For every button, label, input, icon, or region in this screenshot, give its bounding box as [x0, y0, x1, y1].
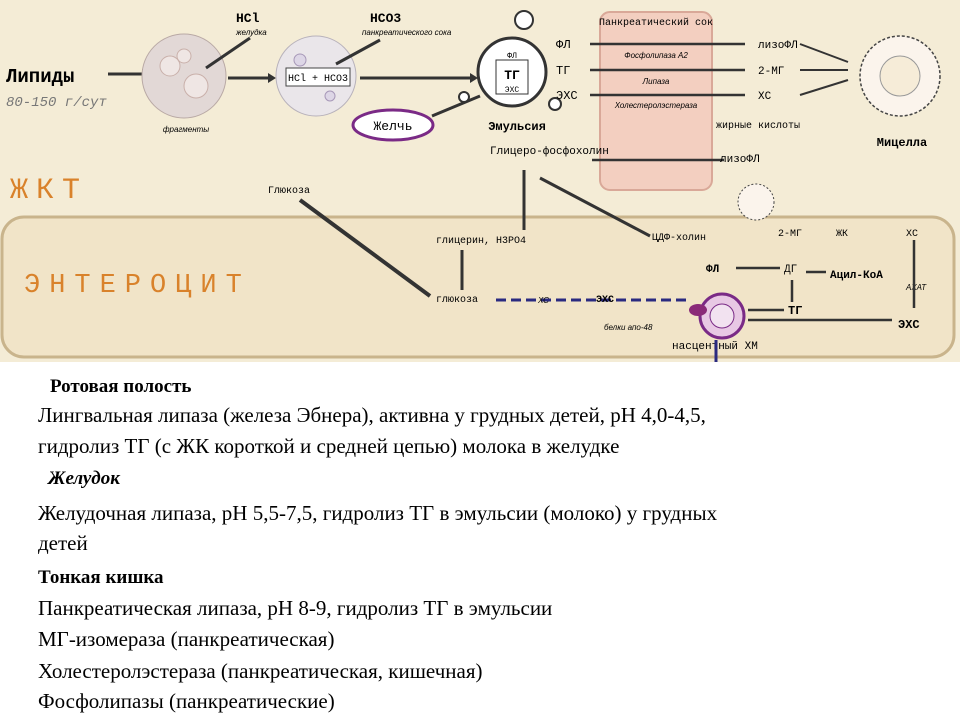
fragments-label: фрагменты	[163, 125, 209, 134]
fa-ent-label: ЖК	[836, 229, 848, 240]
oral-line-2: гидролиз ТГ (с ЖК короткой и средней цеп…	[38, 434, 620, 458]
intestine-line-4: Фосфолипазы (панкреатические)	[38, 689, 335, 713]
arrow-hcl	[205, 36, 251, 70]
small-micelle	[737, 183, 775, 221]
mg2-label: 2-МГ	[758, 66, 784, 78]
lysofl-label: лизоФЛ	[758, 40, 798, 52]
fl-ent-label: ФЛ	[706, 264, 719, 276]
bile-label: Желчь	[373, 119, 412, 134]
apo-protein	[689, 304, 707, 316]
emulsion-core	[495, 59, 529, 95]
emulsion-echs-label: ЭХС	[505, 86, 520, 95]
small-droplet	[458, 91, 470, 103]
micelle-core	[879, 55, 921, 97]
arrow-hco3	[335, 38, 381, 66]
stomach-line-2: детей	[38, 531, 88, 555]
tissue-cell	[159, 55, 181, 77]
arrow-bile	[431, 94, 481, 118]
tissue-cell	[176, 48, 192, 64]
emulsion-label: Эмульсия	[488, 120, 546, 134]
phospholipase-label: Фосфолипаза А2	[624, 51, 688, 60]
intestine-line-3: Холестеролэстераза (панкреатическая, киш…	[38, 659, 483, 683]
fl-label: ФЛ	[556, 38, 570, 52]
tg-ent-label: ТГ	[788, 304, 802, 318]
section-header-stomach: Желудок	[48, 468, 120, 489]
bile-ellipse	[351, 108, 435, 142]
glycerol-label: глицерин, H3PO4	[436, 236, 526, 247]
emulsion-fl-label: ФЛ	[507, 52, 517, 61]
micelle-label: Мицелла	[877, 136, 927, 150]
enterocyte-label: ЭНТЕРОЦИТ	[24, 271, 251, 301]
arrowhead	[268, 73, 276, 83]
cdp-choline-label: ЦДФ-холин	[652, 233, 706, 244]
echs-ent-label: ЭХС	[898, 318, 920, 332]
pancreatic-juice-panel	[599, 11, 713, 191]
hco3-sub-label: панкреатического сока	[362, 28, 452, 37]
dg-label: ДГ	[784, 264, 797, 276]
small-droplet	[514, 10, 534, 30]
echs-path-label: ЭХС	[596, 295, 614, 306]
glucose-ent-label: глюкоза	[436, 295, 478, 306]
arrow-glucose	[298, 198, 432, 298]
hcl-hco3-label: HCl + HCO3	[288, 73, 348, 85]
hcl-sub-label: желудка	[235, 28, 267, 37]
droplet	[293, 53, 307, 67]
fatty-acids-label: жирные кислоты	[716, 121, 800, 132]
cholesterol-esterase-label: Холестеролэстераза	[614, 101, 698, 110]
hs-path-label: ХС	[537, 296, 549, 305]
stomach-line-1: Желудочная липаза, pH 5,5-7,5, гидролиз …	[38, 501, 718, 525]
emulsion-tg-label: ТГ	[504, 68, 520, 83]
oral-line-1: Лингвальная липаза (железа Эбнера), акти…	[38, 403, 706, 427]
glucose-top-label: Глюкоза	[268, 186, 310, 197]
gkt-label: ЖКТ	[10, 174, 88, 208]
droplet	[324, 90, 336, 102]
lysofl-return-label: лизоФЛ	[720, 154, 760, 166]
tg-label: ТГ	[556, 64, 570, 78]
hcl-label: HCl	[236, 11, 260, 26]
hs-ent-label: ХС	[906, 229, 918, 240]
arrow-hs-micelle	[799, 79, 849, 96]
lipid-intake-label: 80-150 г/сут	[6, 95, 107, 111]
echs-label: ЭХС	[556, 89, 578, 103]
lipids-label: Липиды	[6, 66, 74, 88]
arrow-cdp-choline	[539, 176, 651, 238]
lipase-label: Липаза	[642, 77, 670, 86]
food-tissue-image	[141, 33, 227, 119]
hm-core	[709, 303, 735, 329]
glycerophosphocholine-label: Глицеро-фосфохолин	[490, 145, 609, 158]
acyl-coa-label: Ацил-КоА	[830, 270, 883, 282]
mg2-ent-label: 2-МГ	[778, 229, 802, 240]
hco3-label: HCO3	[370, 11, 401, 26]
hs-label: ХС	[758, 91, 772, 103]
small-droplet	[548, 97, 562, 111]
intestine-line-1: Панкреатическая липаза, pH 8-9, гидролиз…	[38, 596, 553, 620]
apo-label: белки апо-48	[604, 323, 653, 332]
section-header-oral: Ротовая полость	[50, 376, 192, 397]
tissue-cell	[183, 73, 209, 99]
acat-label: АХАТ	[905, 283, 927, 292]
pancreatic-juice-label: Панкреатический сок	[599, 17, 713, 29]
lipid-digestion-diagram: Панкреатический сок Фосфолипаза А2 Липаз…	[0, 0, 960, 362]
section-header-intestine: Тонкая кишка	[38, 567, 164, 588]
enzyme-description: Ротовая полость Лингвальная липаза (желе…	[0, 362, 960, 720]
arrow-lysofl-micelle	[799, 43, 849, 63]
arrowhead	[470, 73, 478, 83]
hcl-hco3-box	[285, 67, 351, 87]
intestine-line-2: МГ-изомераза (панкреатическая)	[38, 627, 335, 651]
